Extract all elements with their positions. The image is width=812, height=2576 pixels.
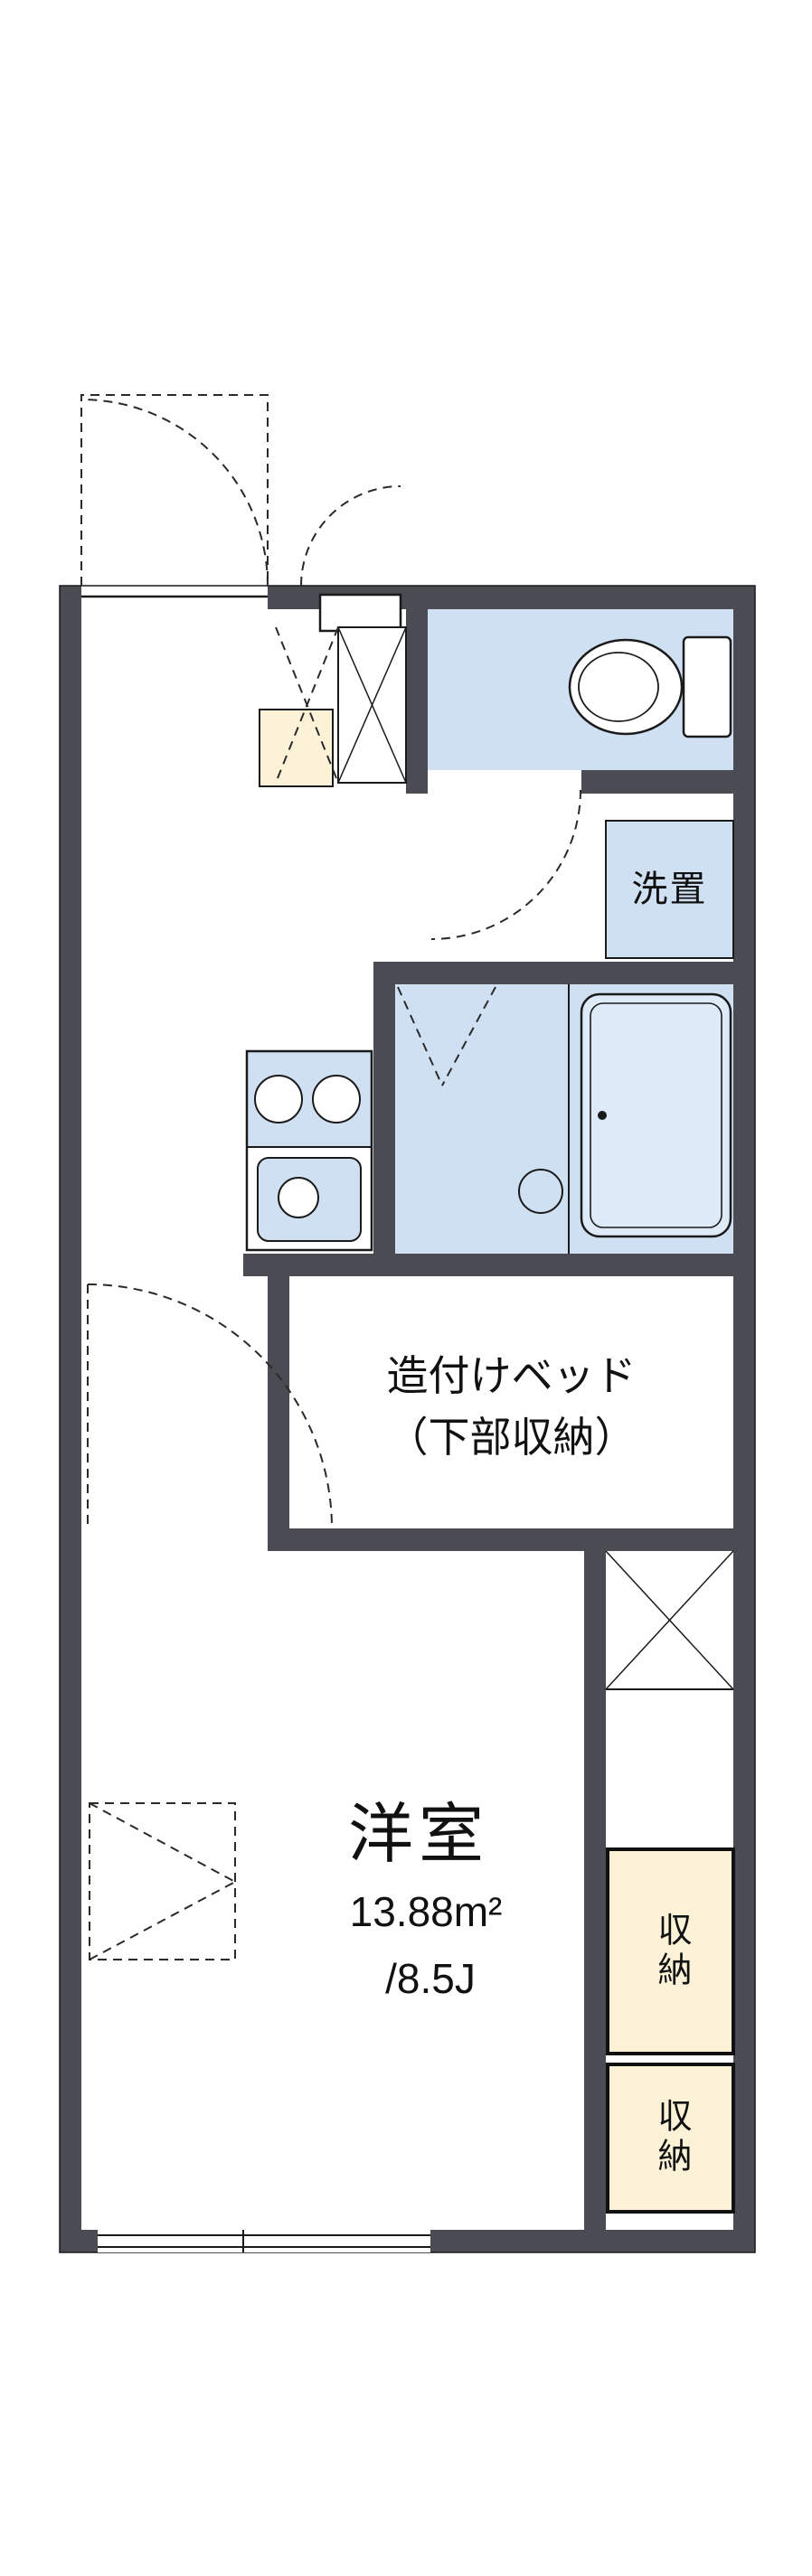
- entry-toilet-divider-wall: [406, 586, 428, 794]
- bottom-wall-left: [60, 2230, 98, 2252]
- entry-swing-cross-dashed: [275, 626, 339, 784]
- bathroom-left-wall: [373, 962, 395, 1276]
- toilet-icon: [568, 635, 732, 738]
- entry-door-swing-arc-small: [300, 485, 401, 587]
- built-in-bed-label-line1: 造付けベッド: [386, 1352, 637, 1399]
- washroom: [430, 789, 734, 959]
- dashed-furniture-symbol: [89, 1802, 236, 1960]
- under-washroom-wall: [373, 962, 755, 984]
- room-area-tatami-label: /8.5J: [385, 1955, 476, 2002]
- kitchen-sink-icon: [257, 1157, 362, 1242]
- bottom-wall-right: [430, 2230, 755, 2252]
- closet-lower-box: [606, 2063, 735, 2214]
- genkan-step: [259, 709, 334, 787]
- sink-drain: [278, 1177, 319, 1218]
- entry-door-leaf: [318, 593, 402, 633]
- bathtub-inner: [590, 1002, 722, 1228]
- room-door: [87, 1283, 333, 1529]
- washroom-door-swing-arc: [430, 789, 581, 940]
- toilet-tank: [682, 635, 732, 738]
- dashed-box: [89, 1802, 236, 1960]
- room-name-label: 洋室: [347, 1799, 489, 1871]
- stove-burner-right: [312, 1075, 361, 1123]
- kitchen-unit: [245, 1049, 373, 1252]
- closet-upper-label: 収納: [652, 1912, 690, 1991]
- bathroom: [397, 984, 732, 1254]
- closet-column: [605, 1550, 735, 2214]
- entry-door-swing-arc: [80, 399, 269, 587]
- laundry-box: [605, 820, 734, 959]
- under-toilet-wall: [581, 770, 755, 794]
- bathtub-drain-dot: [598, 1111, 607, 1120]
- toilet-bowl-inner: [578, 652, 659, 722]
- stove-burners-icon: [254, 1075, 361, 1123]
- closet-lower-label: 収納: [652, 2098, 690, 2177]
- built-in-bed-label-line2: （下部収納）: [386, 1414, 637, 1461]
- stove-burner-left: [254, 1075, 303, 1123]
- bathtub-icon: [580, 992, 732, 1238]
- built-in-bed-label: 造付けベッド （下部収納）: [289, 1345, 733, 1468]
- entry-door-swing-box: [80, 394, 269, 586]
- room-area-m2-label: 13.88m²: [349, 1888, 503, 1935]
- bed-left-wall: [268, 1276, 289, 1551]
- window: [98, 2230, 430, 2252]
- right-wall: [733, 586, 755, 2252]
- closet-upper-box: [606, 1847, 735, 2055]
- under-kitchen-wall: [243, 1254, 755, 1276]
- shower-drain-icon: [518, 1169, 563, 1214]
- shelf-cross-icon: [605, 1550, 734, 1690]
- window-opening: [98, 2230, 430, 2252]
- laundry-label: 洗置: [631, 870, 708, 909]
- kitchen-counter-outline: [245, 1049, 373, 1252]
- left-wall: [60, 586, 81, 2252]
- shoe-cabinet-cross: [337, 626, 407, 784]
- bath-folding-door-dashed: [397, 986, 496, 1086]
- room-door-swing-arc: [87, 1283, 333, 1529]
- toilet-bowl: [568, 638, 684, 736]
- window-glass-lines: [98, 2234, 430, 2248]
- closet-column-wall: [584, 1551, 606, 2252]
- bed-bottom-wall: [268, 1528, 755, 1551]
- bathtub-outer: [580, 992, 732, 1238]
- entry-area: [80, 394, 407, 787]
- dashed-box-diagonals: [89, 1802, 236, 1960]
